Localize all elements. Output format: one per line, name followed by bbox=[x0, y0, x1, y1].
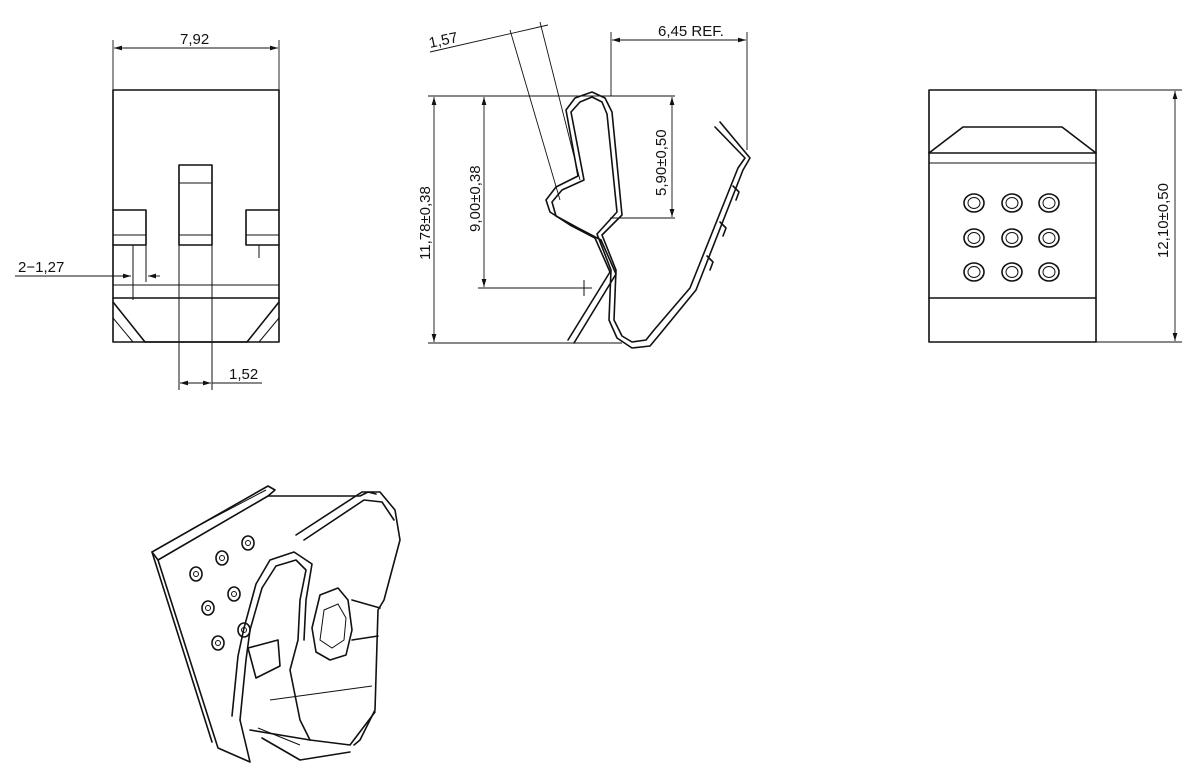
slot-width-dimension: 2−1,27 bbox=[18, 259, 64, 276]
side-view: 1,57 6,45 REF. 11,78±0,38 9,00±0,38 5,90… bbox=[417, 21, 751, 349]
ref-dimension: 6,45 REF. bbox=[658, 23, 724, 40]
iso-dimples bbox=[189, 535, 255, 651]
isometric-view bbox=[151, 485, 401, 763]
tab-width-dimension: 1,52 bbox=[229, 366, 258, 383]
upper-height-dimension: 5,90±0,50 bbox=[653, 129, 670, 196]
rear-view: 12,10±0,50 bbox=[928, 89, 1182, 343]
rear-height-dimension: 12,10±0,50 bbox=[1155, 183, 1172, 258]
dimple-grid bbox=[963, 193, 1060, 282]
mid-height-dimension: 9,00±0,38 bbox=[467, 165, 484, 232]
overall-height-dimension: 11,78±0,38 bbox=[417, 186, 434, 260]
front-view: 7,92 2−1,27 1,52 bbox=[15, 31, 280, 390]
thickness-dimension: 1,57 bbox=[427, 29, 459, 52]
front-width-dimension: 7,92 bbox=[180, 31, 209, 48]
